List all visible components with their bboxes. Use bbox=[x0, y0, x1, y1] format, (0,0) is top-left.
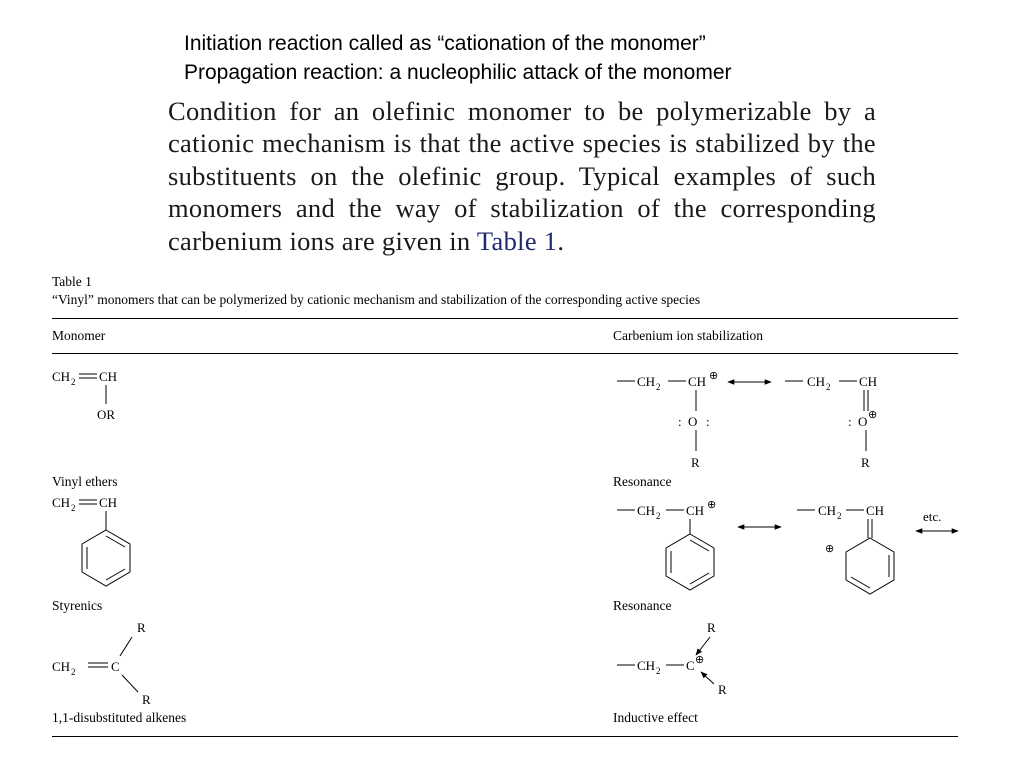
svg-text:R: R bbox=[707, 620, 716, 635]
svg-text:CH: CH bbox=[637, 658, 655, 673]
svg-text:⊕: ⊕ bbox=[825, 543, 834, 555]
svg-text:CH: CH bbox=[686, 503, 704, 518]
row2-stabilization-type: Resonance bbox=[613, 598, 672, 613]
table-top-rule bbox=[52, 318, 958, 319]
table-caption: “Vinyl” monomers that can be polymerized… bbox=[52, 292, 701, 307]
row1-stabilization-type: Resonance bbox=[613, 474, 672, 489]
svg-text:⊕: ⊕ bbox=[695, 654, 704, 666]
excerpt-period: . bbox=[557, 225, 565, 256]
table-header-rule bbox=[52, 353, 958, 354]
table-label: Table 1 bbox=[52, 274, 92, 289]
svg-text:2: 2 bbox=[71, 377, 76, 387]
svg-text:2: 2 bbox=[826, 382, 831, 392]
svg-text:CH: CH bbox=[637, 374, 655, 389]
excerpt-paragraph: Condition for an olefinic monomer to be … bbox=[168, 95, 876, 257]
svg-text:CH: CH bbox=[688, 374, 706, 389]
svg-text:⊕: ⊕ bbox=[707, 499, 716, 511]
svg-text:⊕: ⊕ bbox=[709, 370, 718, 382]
svg-text:CH: CH bbox=[859, 374, 877, 389]
row2-monomer-name: Styrenics bbox=[52, 598, 103, 613]
svg-text:C: C bbox=[111, 659, 120, 674]
table-bottom-rule bbox=[52, 736, 958, 737]
svg-text:CH: CH bbox=[52, 495, 70, 510]
svg-text:O: O bbox=[858, 414, 867, 429]
svg-text:OR: OR bbox=[97, 407, 115, 422]
svg-text:R: R bbox=[718, 682, 727, 697]
header-stabilization: Carbenium ion stabilization bbox=[613, 328, 763, 343]
svg-text:⊕: ⊕ bbox=[868, 409, 877, 421]
row3-stabilization-type: Inductive effect bbox=[613, 710, 698, 725]
svg-text:R: R bbox=[137, 620, 146, 635]
slide-heading-initiation: Initiation reaction called as “cationati… bbox=[184, 32, 706, 55]
svg-text:O: O bbox=[688, 414, 697, 429]
svg-text::: : bbox=[706, 414, 710, 429]
svg-text:R: R bbox=[691, 455, 700, 470]
row3-monomer-name: 1,1-disubstituted alkenes bbox=[52, 710, 187, 725]
svg-text:CH: CH bbox=[99, 495, 117, 510]
svg-text:2: 2 bbox=[71, 503, 76, 513]
svg-text:2: 2 bbox=[656, 511, 661, 521]
svg-text:CH: CH bbox=[637, 503, 655, 518]
svg-text:C: C bbox=[686, 658, 695, 673]
svg-text:CH: CH bbox=[99, 369, 117, 384]
svg-text:etc.: etc. bbox=[923, 509, 941, 524]
table-reference-link[interactable]: Table 1 bbox=[476, 225, 558, 256]
svg-text:R: R bbox=[861, 455, 870, 470]
svg-text:R: R bbox=[142, 692, 151, 707]
excerpt-body: Condition for an olefinic monomer to be … bbox=[168, 96, 876, 256]
svg-text:CH: CH bbox=[866, 503, 884, 518]
svg-text:CH: CH bbox=[818, 503, 836, 518]
svg-text:CH: CH bbox=[52, 659, 70, 674]
svg-text::: : bbox=[678, 414, 682, 429]
row1-monomer-name: Vinyl ethers bbox=[52, 474, 118, 489]
header-monomer: Monomer bbox=[52, 328, 106, 343]
slide-heading-propagation: Propagation reaction: a nucleophilic att… bbox=[184, 61, 732, 84]
svg-text:2: 2 bbox=[656, 382, 661, 392]
svg-text:CH: CH bbox=[807, 374, 825, 389]
svg-text:2: 2 bbox=[71, 667, 76, 677]
svg-text:CH: CH bbox=[52, 369, 70, 384]
svg-text:2: 2 bbox=[656, 666, 661, 676]
svg-text:2: 2 bbox=[837, 511, 842, 521]
svg-text::: : bbox=[848, 414, 852, 429]
